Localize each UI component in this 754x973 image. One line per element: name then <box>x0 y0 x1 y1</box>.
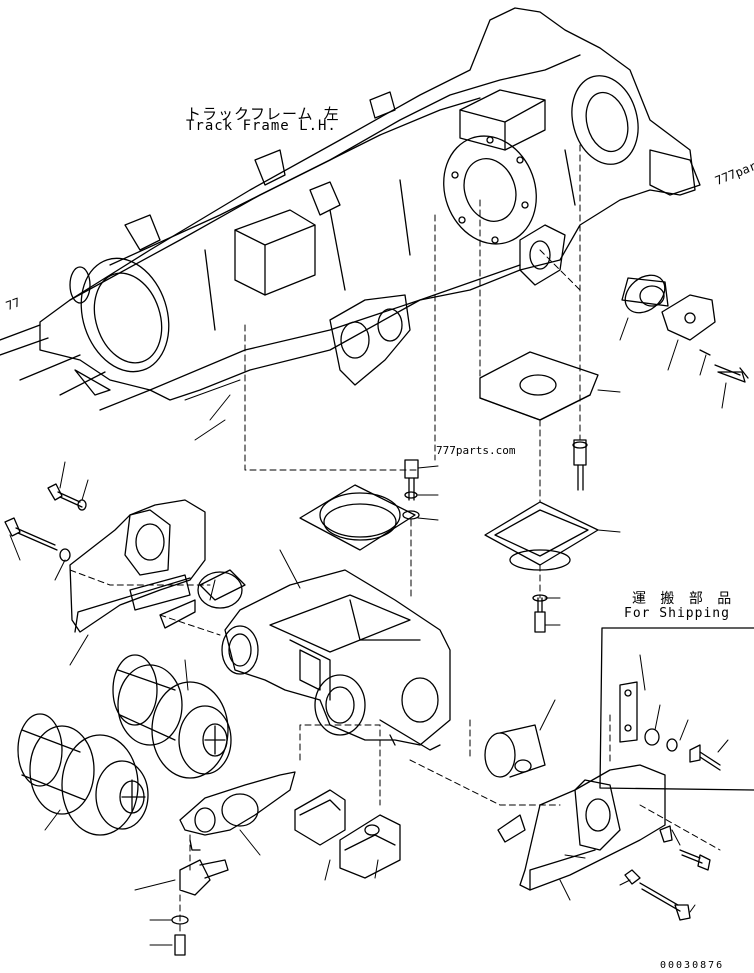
front-bumper <box>621 274 749 383</box>
right-side-plate <box>519 764 666 891</box>
shipping-title-jp: 運 搬 部 品 <box>632 591 735 607</box>
bolt-set-center <box>402 439 588 633</box>
pivot-pin <box>484 724 546 843</box>
truck-frame-assembly <box>221 569 451 751</box>
shipping-title-en: For Shipping <box>624 606 730 621</box>
link-arm <box>171 771 296 956</box>
track-roller-rear <box>17 713 149 836</box>
clamp-parts <box>294 789 401 879</box>
track-roller-front <box>112 654 232 779</box>
bolt-set-left <box>4 483 87 562</box>
frame-title-jp: トラックフレーム 左 <box>186 105 340 123</box>
leader-lines <box>9 317 729 946</box>
shipping-parts-box <box>599 627 754 921</box>
left-side-plate <box>69 499 246 633</box>
mounting-plates <box>299 351 599 571</box>
drawing-code: 00030876 <box>660 960 725 971</box>
assembly-guide-lines <box>69 144 721 936</box>
frame-title-en: Track Frame L.H. <box>186 118 337 134</box>
watermark-main: 777parts.com <box>436 444 516 457</box>
track-frame <box>0 7 701 411</box>
